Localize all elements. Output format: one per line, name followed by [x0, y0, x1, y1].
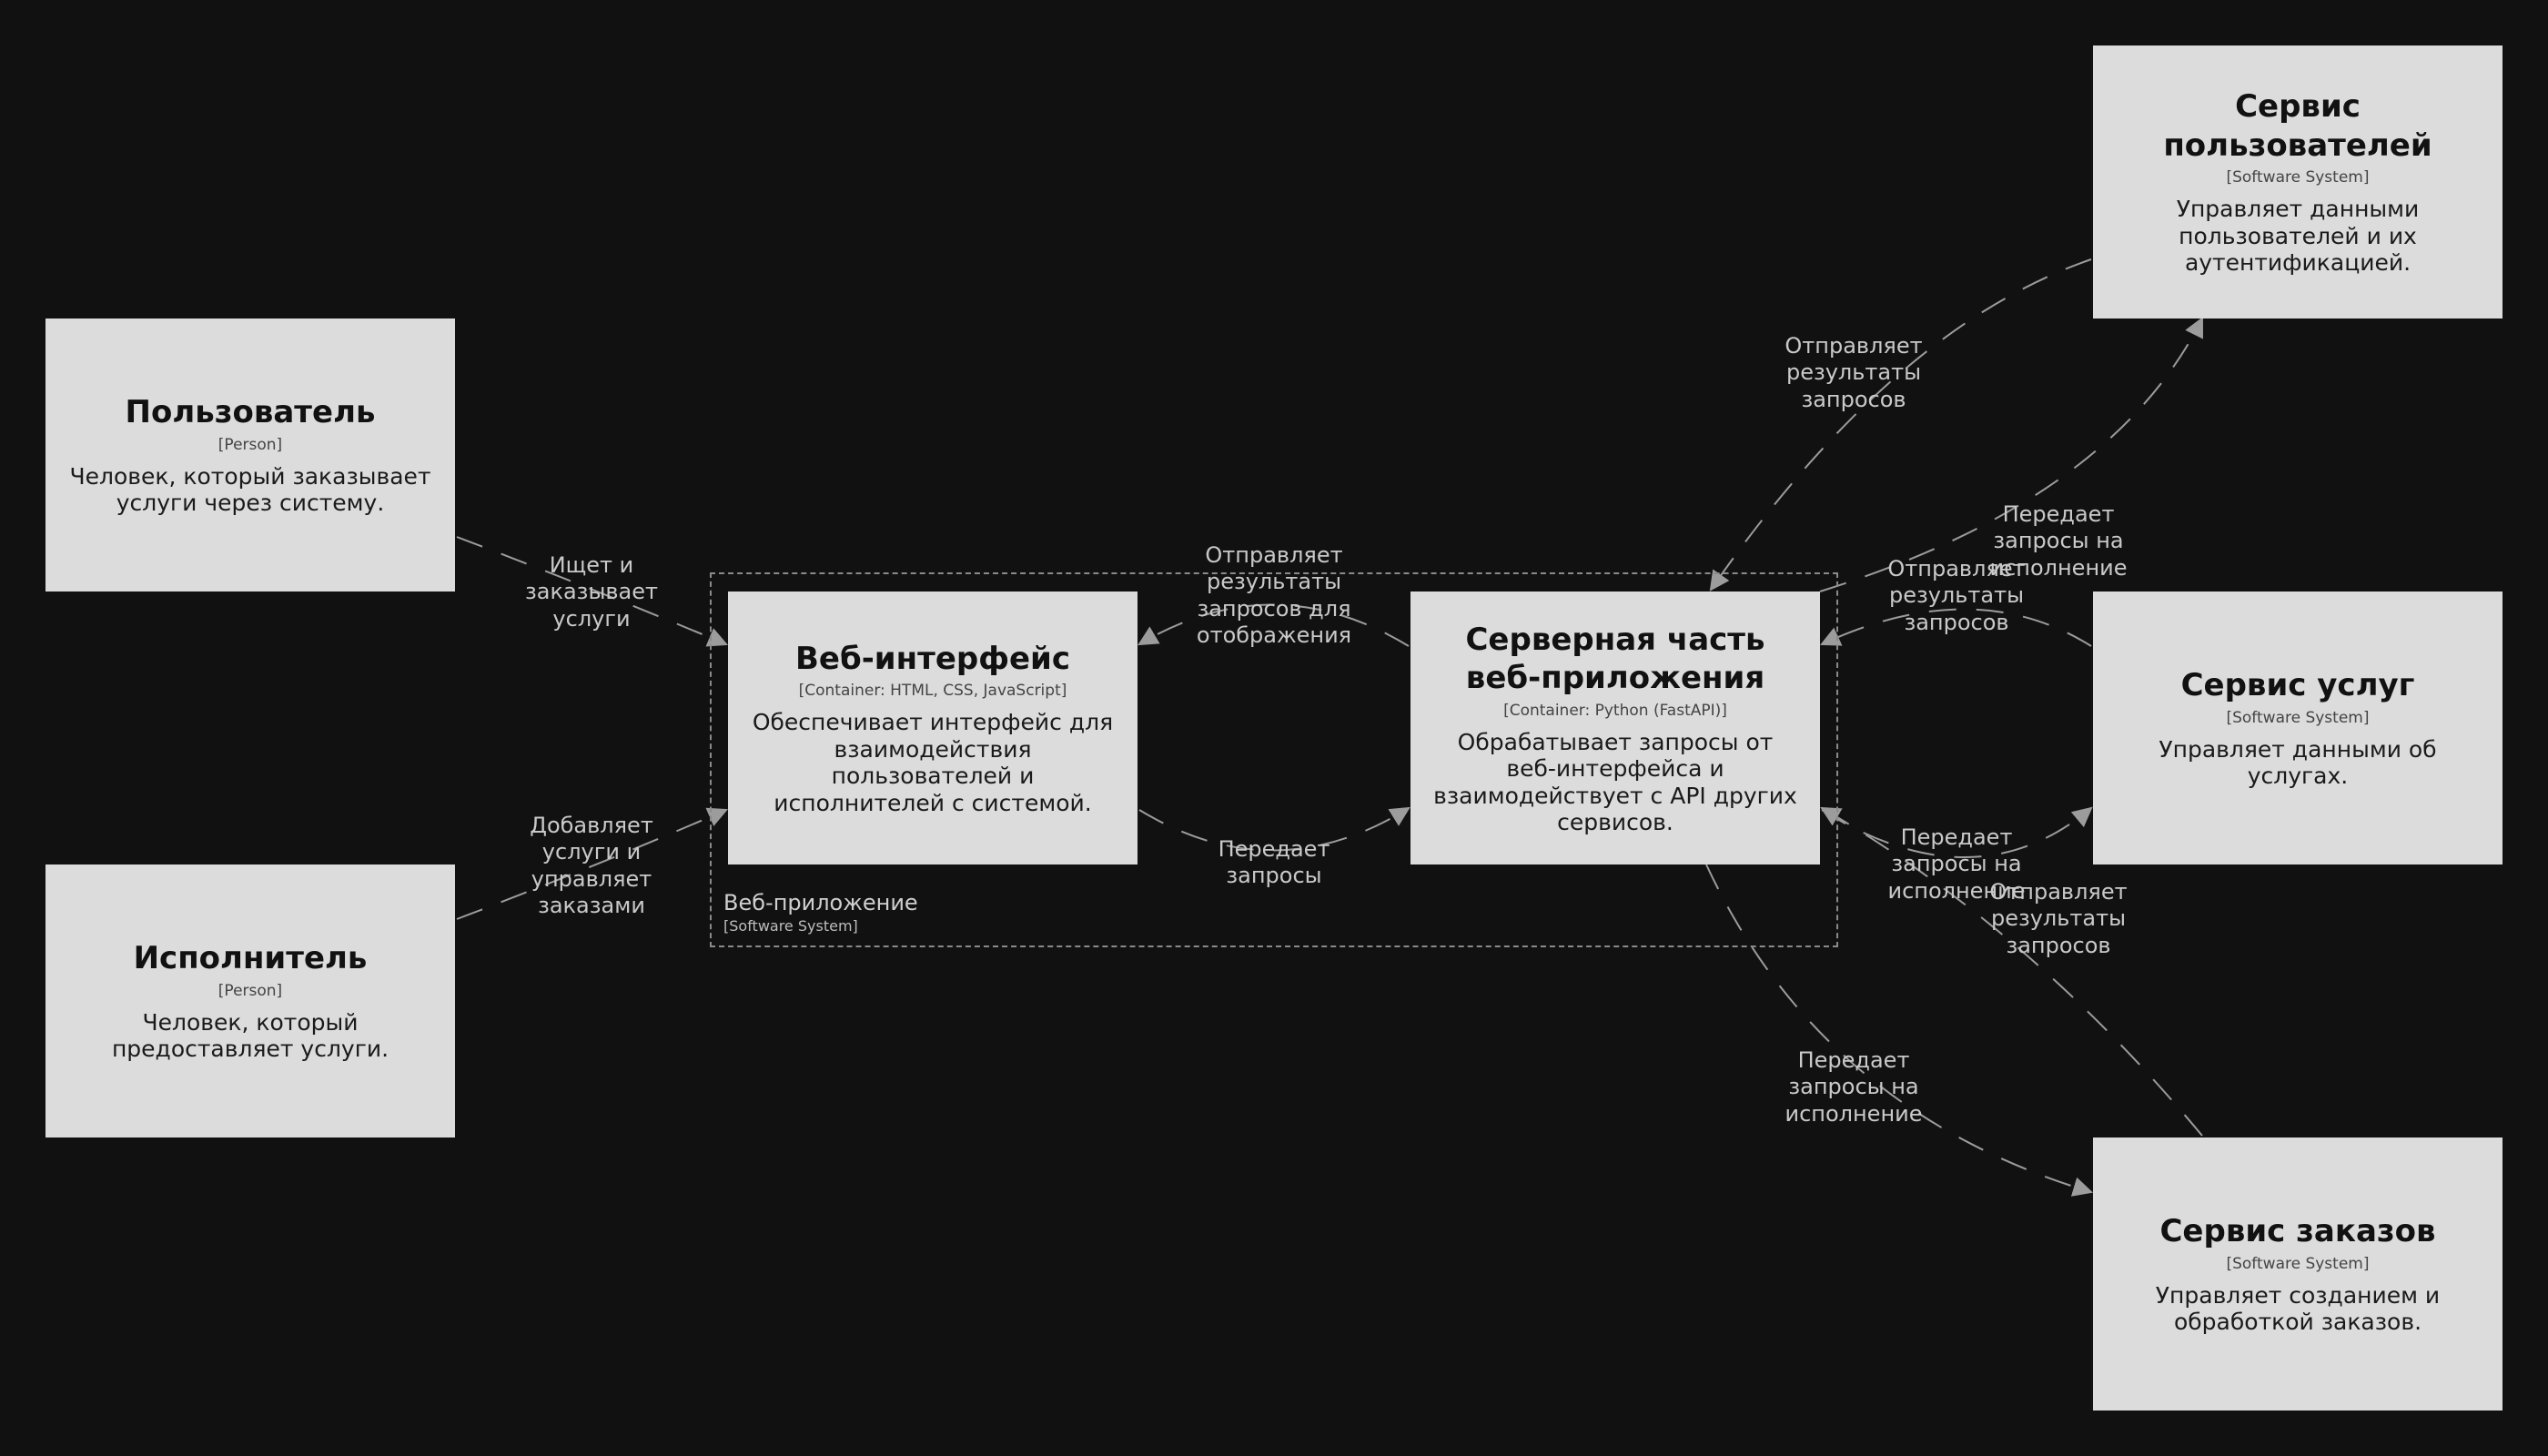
edge-backend-userservice[interactable] — [1819, 317, 2203, 592]
node-desc: Управляет данными пользователей и их аут… — [2176, 196, 2420, 277]
edge-performer-webui[interactable] — [456, 807, 729, 920]
node-order-service[interactable]: Сервис заказов [Software System] Управля… — [2093, 1138, 2502, 1410]
node-desc: Обеспечивает интерфейс для взаимодействи… — [752, 709, 1114, 816]
edge-webui-backend[interactable] — [1138, 806, 1410, 852]
node-desc: Управляет данными об услугах. — [2159, 735, 2437, 790]
node-tech: [Person] — [217, 981, 283, 1000]
node-tech: [Software System] — [2226, 1254, 2370, 1273]
edge-backend-webui[interactable] — [1138, 603, 1410, 647]
edge-backend-orderservice[interactable] — [1705, 864, 2094, 1197]
edge-userservice-backend[interactable] — [1709, 258, 2092, 592]
web-app-boundary — [710, 572, 1838, 947]
boundary-kind: [Software System] — [723, 917, 858, 935]
web-app-boundary-label: Веб-приложение [Software System] — [723, 890, 918, 935]
edge-orderservice-backend[interactable] — [1820, 806, 2203, 1137]
edge-backend-serviceservice[interactable] — [1821, 806, 2093, 858]
node-desc: Управляет созданием и обработкой заказов… — [2155, 1281, 2441, 1336]
node-title: Серверная часть веб-приложения — [1465, 621, 1765, 697]
node-tech: [Software System] — [2226, 708, 2370, 727]
node-user-service[interactable]: Сервис пользователей [Software System] У… — [2093, 46, 2502, 318]
node-backend[interactable]: Серверная часть веб-приложения [Containe… — [1410, 592, 1820, 864]
node-tech: [Container: Python (FastAPI)] — [1503, 701, 1727, 720]
node-title: Пользователь — [125, 394, 376, 431]
node-web-ui[interactable]: Веб-интерфейс [Container: HTML, CSS, Jav… — [728, 592, 1138, 864]
node-desc: Человек, который заказывает услуги через… — [69, 462, 431, 517]
node-title: Сервис пользователей — [2163, 88, 2432, 164]
edge-serviceservice-backend[interactable] — [1820, 608, 2092, 647]
node-service-service[interactable]: Сервис услуг [Software System] Управляет… — [2093, 592, 2502, 864]
node-tech: [Person] — [217, 435, 283, 454]
node-performer[interactable]: Исполнитель [Person] Человек, который пр… — [46, 864, 455, 1138]
node-desc: Обрабатывает запросы от веб-интерфейса и… — [1433, 728, 1797, 836]
node-title: Сервис заказов — [2159, 1213, 2436, 1250]
node-title: Сервис услуг — [2180, 667, 2415, 704]
node-tech: [Container: HTML, CSS, JavaScript] — [798, 682, 1067, 701]
node-desc: Человек, который предоставляет услуги. — [111, 1008, 389, 1063]
node-title: Веб-интерфейс — [794, 640, 1070, 677]
edge-user-webui[interactable] — [456, 536, 729, 647]
node-title: Исполнитель — [133, 940, 368, 977]
node-tech: [Software System] — [2226, 168, 2370, 187]
node-user[interactable]: Пользователь [Person] Человек, который з… — [46, 318, 455, 592]
boundary-name: Веб-приложение — [723, 890, 918, 915]
